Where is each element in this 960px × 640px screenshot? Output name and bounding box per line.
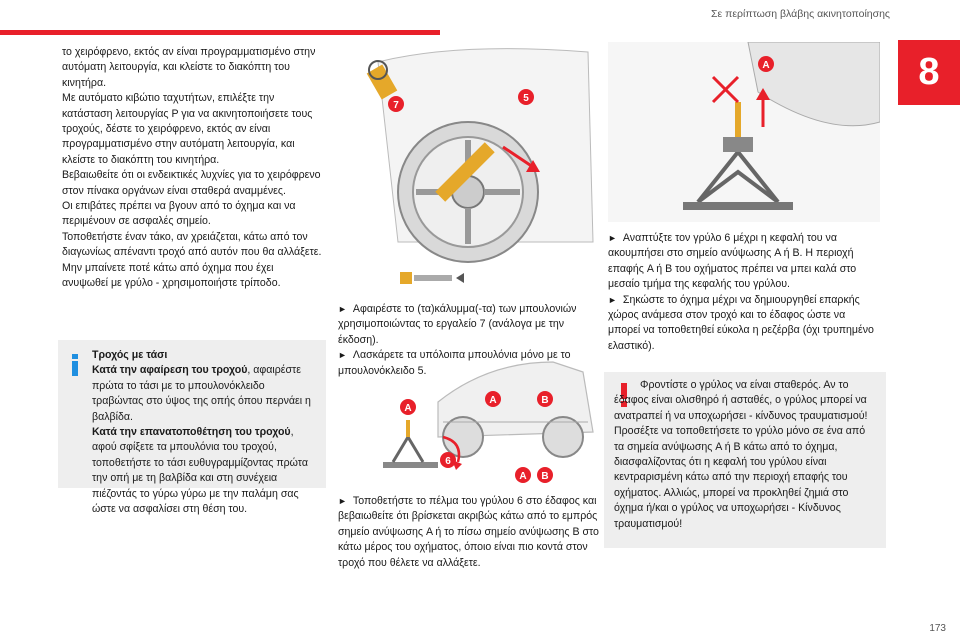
info-icon [72, 354, 78, 376]
label-A: A [762, 60, 769, 71]
info-box-sub1-heading: Κατά την αφαίρεση του τροχού [92, 364, 248, 377]
label-A: A [404, 403, 411, 414]
header-accent-bar [0, 30, 440, 35]
info-box-sub2-text: , αφού σφίξετε τα μπουλόνια του τροχού, … [92, 426, 308, 516]
label-B: B [541, 395, 548, 406]
column-3-steps: ►Αναπτύξτε τον γρύλο 6 μέχρι η κεφαλή το… [608, 232, 874, 352]
step-extend-jack: Αναπτύξτε τον γρύλο 6 μέχρι η κεφαλή του… [608, 232, 857, 291]
label-7: 7 [393, 100, 399, 111]
step-raise-vehicle: Σηκώστε το όχημα μέχρι να δημιουργηθεί ε… [608, 293, 874, 352]
info-box: Τροχός με τάσι Κατά την αφαίρεση του τρο… [58, 340, 326, 515]
paragraph: Μην μπαίνετε ποτέ κάτω από όχημα που έχε… [62, 261, 281, 290]
step-loosen-bolts: Λασκάρετε τα υπόλοιπα μπουλόνια μόνο με … [338, 349, 571, 377]
column-2-steps-top: ►Αφαιρέστε το (τα)κάλυμμα(-τα) των μπουλ… [338, 303, 577, 377]
label-6-marker [440, 452, 456, 468]
step-place-jack: Τοποθετήστε το πέλμα του γρύλου 6 στο έδ… [338, 495, 599, 569]
label-A-marker [400, 399, 416, 415]
paragraph: Τοποθετήστε έναν τάκο, αν χρειάζεται, κά… [62, 230, 322, 259]
label-7-marker [388, 96, 404, 112]
wheel-removal-illustration: 7 5 [366, 48, 594, 284]
column-2-steps-bottom: ►Τοποθετήστε το πέλμα του γρύλου 6 στο έ… [338, 495, 599, 569]
label-5: 5 [523, 93, 529, 104]
label-A-marker [515, 467, 531, 483]
warning-paragraph-2: Προσέξτε να τοποθετήσετε το γρύλο μόνο σ… [614, 425, 866, 530]
info-box-title: Τροχός με τάσι [92, 349, 168, 361]
info-box-sub2-heading: Κατά την επανατοποθέτηση του τροχού [92, 426, 291, 439]
label-A: A [519, 471, 526, 482]
label-A: A [489, 395, 496, 406]
warning-paragraph-1: Φροντίστε ο γρύλος να είναι σταθερός. Αν… [614, 379, 868, 422]
label-B-marker [537, 391, 553, 407]
step-remove-caps: Αφαιρέστε το (τα)κάλυμμα(-τα) των μπουλο… [338, 303, 577, 346]
paragraph: Βεβαιωθείτε ότι οι ενδεικτικές λυχνίες γ… [62, 169, 321, 197]
label-B-marker [537, 467, 553, 483]
warning-icon [621, 383, 627, 407]
info-box-sub1-text: , αφαιρέστε πρώτα το τάσι με το μπουλονό… [92, 364, 311, 423]
label-6: 6 [445, 456, 451, 467]
paragraph: το χειρόφρενο, εκτός αν είναι προγραμματ… [62, 46, 316, 89]
label-A-marker [758, 56, 774, 72]
paragraph: Με αυτόματο κιβώτιο ταχυτήτων, επιλέξτε … [62, 92, 313, 166]
label-B: B [541, 471, 548, 482]
warning-box: Φροντίστε ο γρύλος να είναι σταθερός. Αν… [604, 372, 886, 548]
car-jack-points-illustration: A B A 6 A B [383, 361, 594, 483]
label-A-marker [485, 391, 501, 407]
jack-position-illustration: A [608, 42, 880, 222]
label-5-marker [518, 89, 534, 105]
paragraph: Οι επιβάτες πρέπει να βγουν από το όχημα… [62, 200, 296, 228]
chapter-tab: 8 [898, 40, 960, 105]
column-1-text: το χειρόφρενο, εκτός αν είναι προγραμματ… [62, 45, 322, 292]
page-header-title: Σε περίπτωση βλάβης ακινητοποίησης [711, 8, 890, 20]
page-number: 173 [929, 623, 946, 634]
